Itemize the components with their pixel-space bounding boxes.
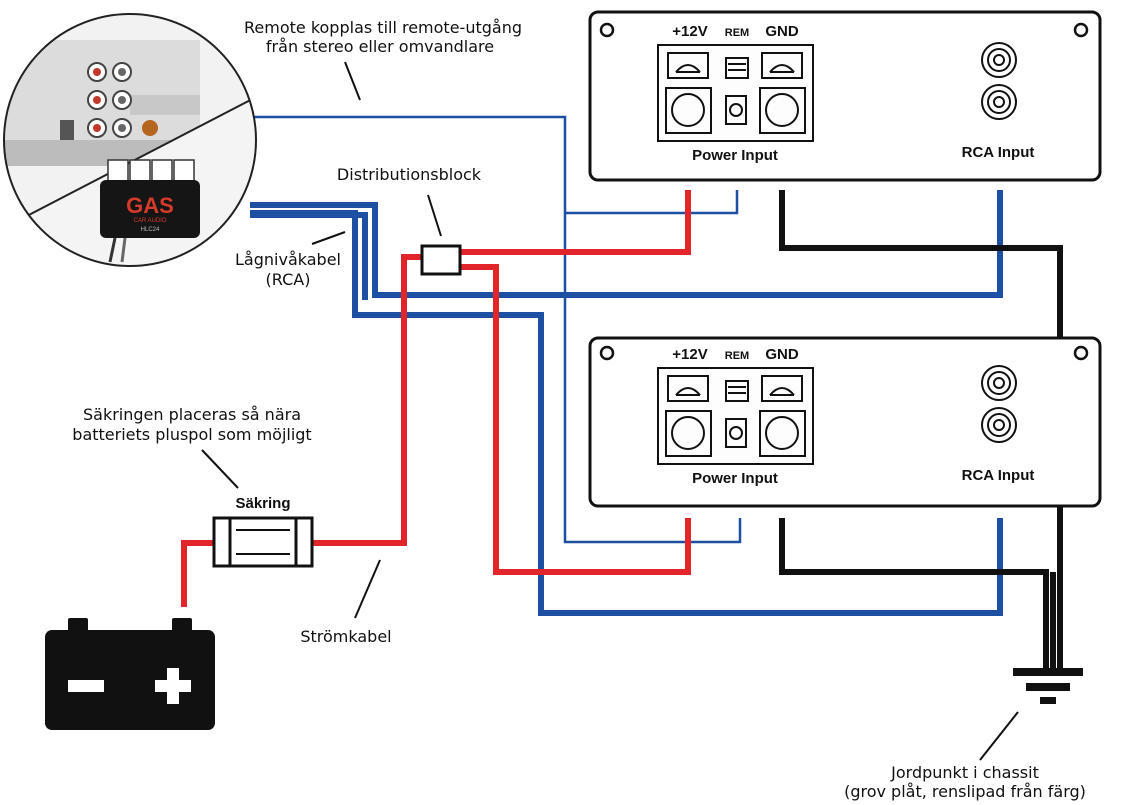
amplifier-top: +12V REM GND Power Input RCA Input <box>588 10 1102 182</box>
ground-symbol-icon <box>1013 668 1083 704</box>
rca-input-jacks <box>981 365 1017 443</box>
remote-note-line2: från stereo eller omvandlare <box>266 37 494 56</box>
power-terminal-block <box>657 367 814 465</box>
fuse-icon <box>212 516 314 568</box>
low-level-cable-label-line1: Lågnivåkabel <box>235 250 341 269</box>
fuse-label: Säkring <box>235 495 290 512</box>
rca-wire-bottom-amp <box>250 210 1003 616</box>
head-unit-inset: GAS CAR AUDIO HLC24 <box>3 13 257 267</box>
remote-note-line1: Remote kopplas till remote-utgång <box>244 18 522 37</box>
line-output-converter: GAS CAR AUDIO HLC24 <box>100 159 200 263</box>
mount-hole <box>599 22 615 38</box>
amplifier-bottom: +12V REM GND Power Input RCA Input <box>588 336 1102 508</box>
leader-lines <box>201 61 1019 761</box>
terminal-rem-label: REM <box>725 27 749 39</box>
mount-hole <box>1073 22 1089 38</box>
power-input-label: Power Input <box>692 147 778 164</box>
fuse-note-line2: batteriets pluspol som möjligt <box>72 425 311 444</box>
fuse-note-line1: Säkringen placeras så nära <box>83 405 301 424</box>
terminal-12v-label: +12V <box>672 23 707 40</box>
mount-hole <box>599 345 615 361</box>
converter-brand: GAS <box>126 193 174 218</box>
terminal-rem-label: REM <box>725 350 749 362</box>
remote-wire <box>250 115 742 544</box>
power-cable-label: Strömkabel <box>300 627 391 646</box>
terminal-12v-label: +12V <box>672 346 707 363</box>
distribution-block-label: Distributionsblock <box>337 165 482 184</box>
battery-icon <box>45 618 215 730</box>
converter-subtitle: CAR AUDIO <box>133 218 166 224</box>
power-wire <box>181 190 691 607</box>
rca-input-label: RCA Input <box>962 467 1035 484</box>
converter-model: HLC24 <box>141 227 160 233</box>
rca-input-label: RCA Input <box>962 144 1035 161</box>
ground-point-label-line1: Jordpunkt i chassit <box>890 763 1039 782</box>
leader-line <box>427 194 442 237</box>
rca-input-jacks <box>981 42 1017 120</box>
low-level-cable-label-line2: (RCA) <box>266 270 311 289</box>
mount-hole <box>1073 345 1089 361</box>
terminal-gnd-label: GND <box>765 23 799 40</box>
distribution-block <box>420 244 462 276</box>
rca-jacks <box>60 62 158 140</box>
ground-point-label-line2: (grov plåt, renslipad från färg) <box>844 782 1086 801</box>
terminal-gnd-label: GND <box>765 346 799 363</box>
power-terminal-block <box>657 44 814 142</box>
power-input-label: Power Input <box>692 470 778 487</box>
